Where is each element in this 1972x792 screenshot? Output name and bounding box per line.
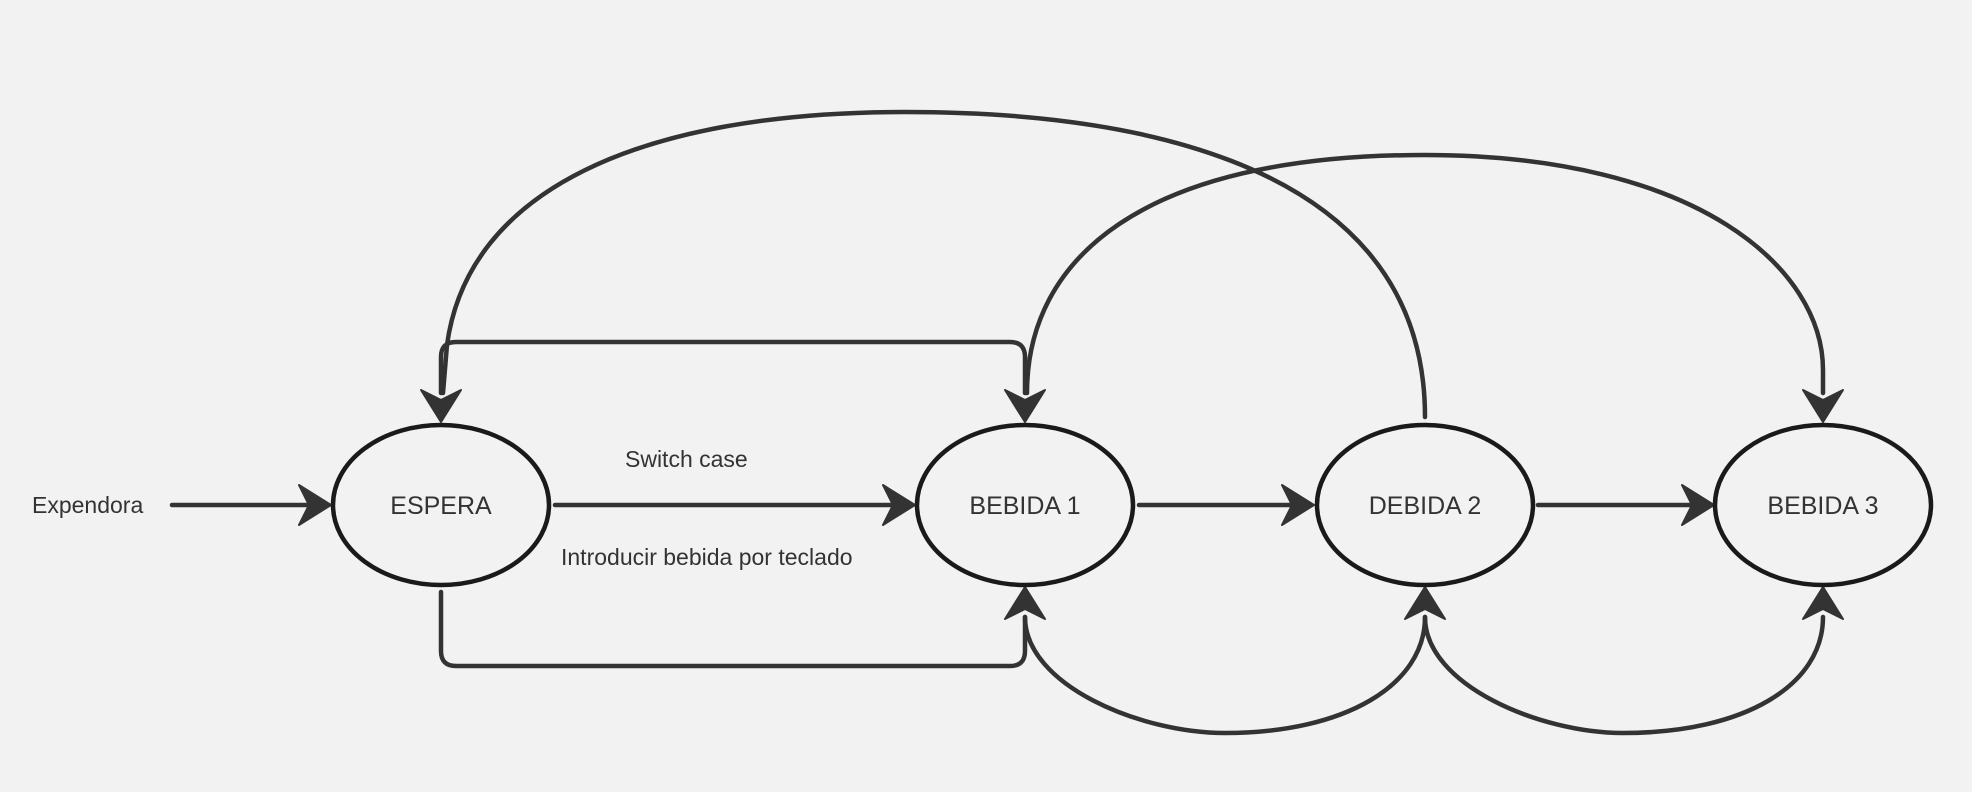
node-bebida1-label: BEBIDA 1: [969, 492, 1080, 520]
edge-espera-to-bebida1-bottom: [438, 589, 1028, 669]
labels: Expendora Switch case Introducir bebida …: [32, 446, 853, 570]
arrowhead-into-bebida3-bottom: [1802, 586, 1844, 620]
node-bebida3-label: BEBIDA 3: [1767, 492, 1878, 520]
start-label: Expendora: [32, 492, 143, 518]
node-espera[interactable]: ESPERA: [330, 422, 552, 588]
arrowhead-into-bebida1-bottom: [1004, 586, 1046, 620]
arrowhead-into-espera-top: [420, 389, 462, 423]
arrowhead-into-espera: [298, 484, 332, 526]
arrowhead-into-bebida1-left: [882, 484, 916, 526]
node-bebida1[interactable]: BEBIDA 1: [914, 422, 1136, 588]
edge-espera-to-bebida1-top: [438, 339, 1028, 396]
node-debida2-shape: [1314, 422, 1536, 588]
edge-bebida3-to-debida2-bottom: [1422, 614, 1826, 736]
nodes: ESPERA BEBIDA 1 DEBIDA 2 BEBIDA 3: [330, 422, 1934, 588]
arrowheads: [298, 389, 1844, 620]
edge-bebida1-to-bebida3-arc: [1024, 152, 1826, 396]
node-debida2[interactable]: DEBIDA 2: [1314, 422, 1536, 588]
arrowhead-into-bebida1-top: [1004, 389, 1046, 423]
arrowhead-into-debida2-left: [1281, 484, 1315, 526]
arrowhead-into-bebida3-left: [1681, 484, 1715, 526]
edge-label-switch-case: Switch case: [625, 446, 748, 472]
node-espera-label: ESPERA: [390, 492, 492, 520]
node-bebida3[interactable]: BEBIDA 3: [1712, 422, 1934, 588]
node-espera-shape: [330, 422, 552, 588]
node-bebida3-shape: [1712, 422, 1934, 588]
node-debida2-label: DEBIDA 2: [1369, 492, 1482, 520]
arrowhead-into-debida2-bottom: [1404, 586, 1446, 620]
edge-label-introducir-bebida: Introducir bebida por teclado: [561, 544, 853, 570]
edge-debida2-to-espera-arc: [440, 109, 1428, 420]
node-bebida1-shape: [914, 422, 1136, 588]
edges: [169, 109, 1826, 736]
arrowhead-into-bebida3-top: [1802, 389, 1844, 423]
edge-debida2-to-bebida1-bottom: [1022, 614, 1428, 736]
